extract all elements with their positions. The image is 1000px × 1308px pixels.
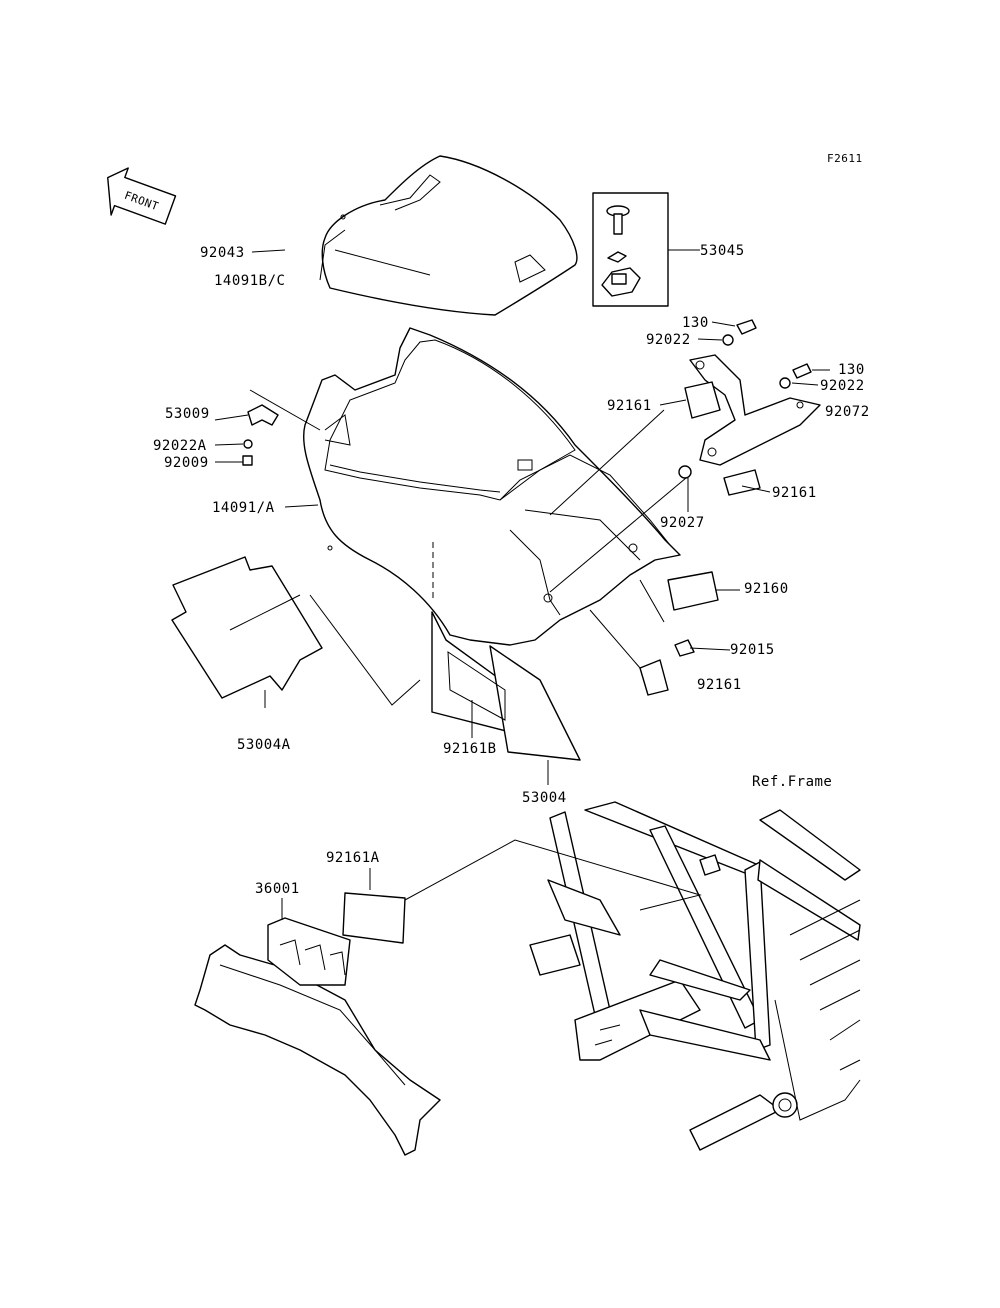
bracket-53009 [242, 404, 279, 466]
fastener-kit-box [592, 192, 669, 307]
callout-92072: 92072 [825, 404, 870, 420]
bolt-130-upper [722, 319, 757, 346]
callout-92160: 92160 [744, 581, 789, 597]
callout-92022A: 92022A [153, 438, 207, 454]
ref-frame-label: Ref.Frame [752, 774, 832, 790]
pad-92161-upper [684, 381, 721, 419]
bracket-92072 [689, 354, 821, 466]
callout-53045: 53045 [700, 243, 745, 259]
pad-92160 [667, 571, 719, 611]
frame-assembly [529, 801, 861, 1151]
leader-lines [214, 229, 830, 920]
clip-92015 [674, 639, 695, 657]
callout-92161-lower: 92161 [697, 677, 742, 693]
callout-53009: 53009 [165, 406, 210, 422]
callout-53004: 53004 [522, 790, 567, 806]
callout-92161-upper: 92161 [607, 398, 652, 414]
lower-cover-36001 [194, 917, 441, 1156]
callout-14091-A: 14091/A [212, 500, 275, 516]
front-arrow-icon: FRONT [107, 167, 177, 225]
bolt-130-lower [779, 363, 812, 389]
figure-code: F2611 [827, 152, 863, 165]
callout-92027: 92027 [660, 515, 705, 531]
washer-92027 [678, 465, 692, 479]
callout-92043: 92043 [200, 245, 245, 261]
upper-cowl-part [321, 155, 578, 316]
sponge-53004A [171, 556, 323, 699]
callout-53004A: 53004A [237, 737, 291, 753]
callout-92161A: 92161A [326, 850, 380, 866]
label-92161A [342, 892, 406, 944]
callout-92009: 92009 [164, 455, 209, 471]
pad-92161-lower [639, 659, 669, 696]
callout-92161-right: 92161 [772, 485, 817, 501]
pad-92161-right [723, 469, 761, 496]
callout-92022-lower: 92022 [820, 378, 865, 394]
callout-130-upper: 130 [682, 315, 709, 331]
callout-92161B: 92161B [443, 741, 497, 757]
callout-92022-upper: 92022 [646, 332, 691, 348]
callout-92015: 92015 [730, 642, 775, 658]
middle-cowl-part [303, 327, 681, 646]
callout-14091B-C: 14091B/C [214, 273, 285, 289]
callout-36001: 36001 [255, 881, 300, 897]
callout-130-lower: 130 [838, 362, 865, 378]
sheet-53004 [489, 645, 581, 761]
